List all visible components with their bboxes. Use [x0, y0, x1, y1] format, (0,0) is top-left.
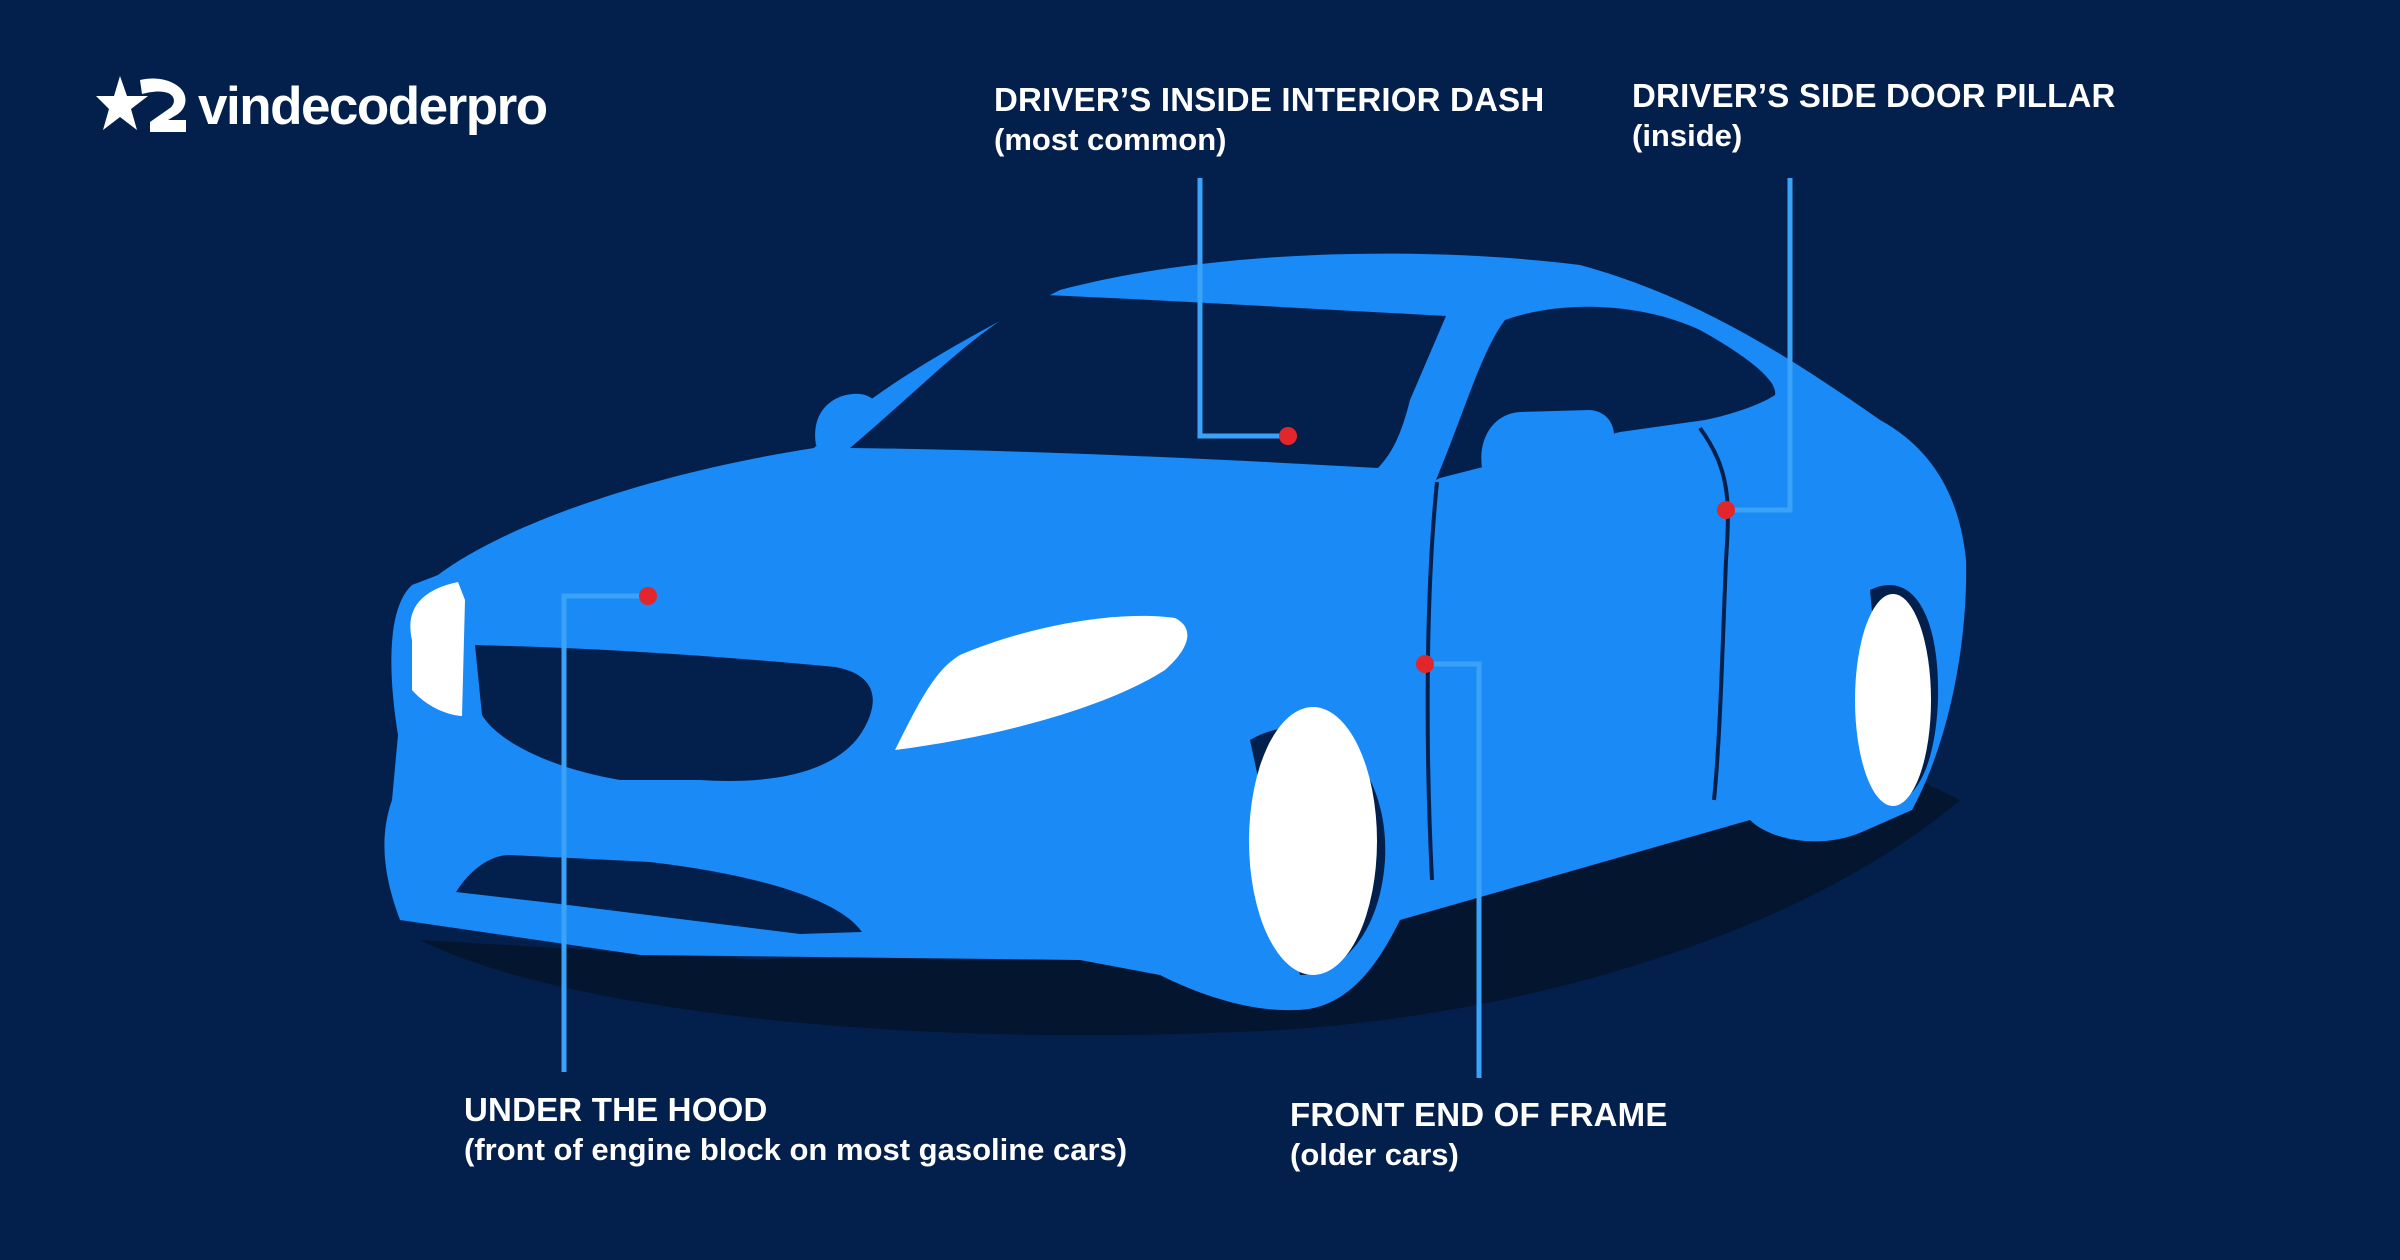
- right-headlight: [895, 615, 1188, 750]
- brand-name: vindecoderpro: [198, 77, 548, 136]
- left-headlight: [410, 582, 465, 716]
- brand-logo: vindecoderpro: [96, 74, 548, 140]
- star-logo-icon: [96, 76, 186, 132]
- callout-dash: DRIVER’S INSIDE INTERIOR DASH (most comm…: [994, 80, 1544, 160]
- windshield: [850, 295, 1446, 468]
- callout-hood-title: UNDER THE HOOD: [464, 1091, 768, 1128]
- leader-line-frame: [1425, 661, 1482, 1078]
- lower-intake: [456, 855, 862, 934]
- headrest: [1480, 410, 1615, 480]
- callout-frame-title: FRONT END OF FRAME: [1290, 1096, 1668, 1133]
- callout-frame-subtitle: (older cars): [1290, 1137, 1459, 1172]
- marker-hood: [639, 587, 657, 605]
- side-mirror: [815, 393, 884, 445]
- leader-line-pillar: [1726, 178, 1793, 513]
- callout-pillar-title: DRIVER’S SIDE DOOR PILLAR: [1632, 77, 2116, 114]
- callout-hood-subtitle: (front of engine block on most gasoline …: [464, 1132, 1128, 1167]
- leader-line-dash: [1197, 178, 1288, 439]
- front-grille: [475, 645, 873, 781]
- callout-dash-title: DRIVER’S INSIDE INTERIOR DASH: [994, 81, 1545, 118]
- marker-pillar: [1717, 501, 1735, 519]
- car-shadow: [420, 770, 1960, 1036]
- callout-hood: UNDER THE HOOD (front of engine block on…: [464, 1090, 1127, 1170]
- callout-dash-subtitle: (most common): [994, 122, 1227, 157]
- callout-frame: FRONT END OF FRAME (older cars): [1290, 1095, 1668, 1175]
- callout-pillar-subtitle: (inside): [1632, 118, 1743, 153]
- front-wheel: [1249, 707, 1377, 975]
- marker-frame: [1416, 655, 1434, 673]
- callout-pillar: DRIVER’S SIDE DOOR PILLAR (inside): [1632, 76, 2116, 156]
- leader-line-hood: [561, 593, 648, 1072]
- marker-dash: [1279, 427, 1297, 445]
- door-line-rear: [1698, 426, 1730, 801]
- door-line-front: [1425, 481, 1439, 881]
- rear-wheel: [1855, 594, 1931, 806]
